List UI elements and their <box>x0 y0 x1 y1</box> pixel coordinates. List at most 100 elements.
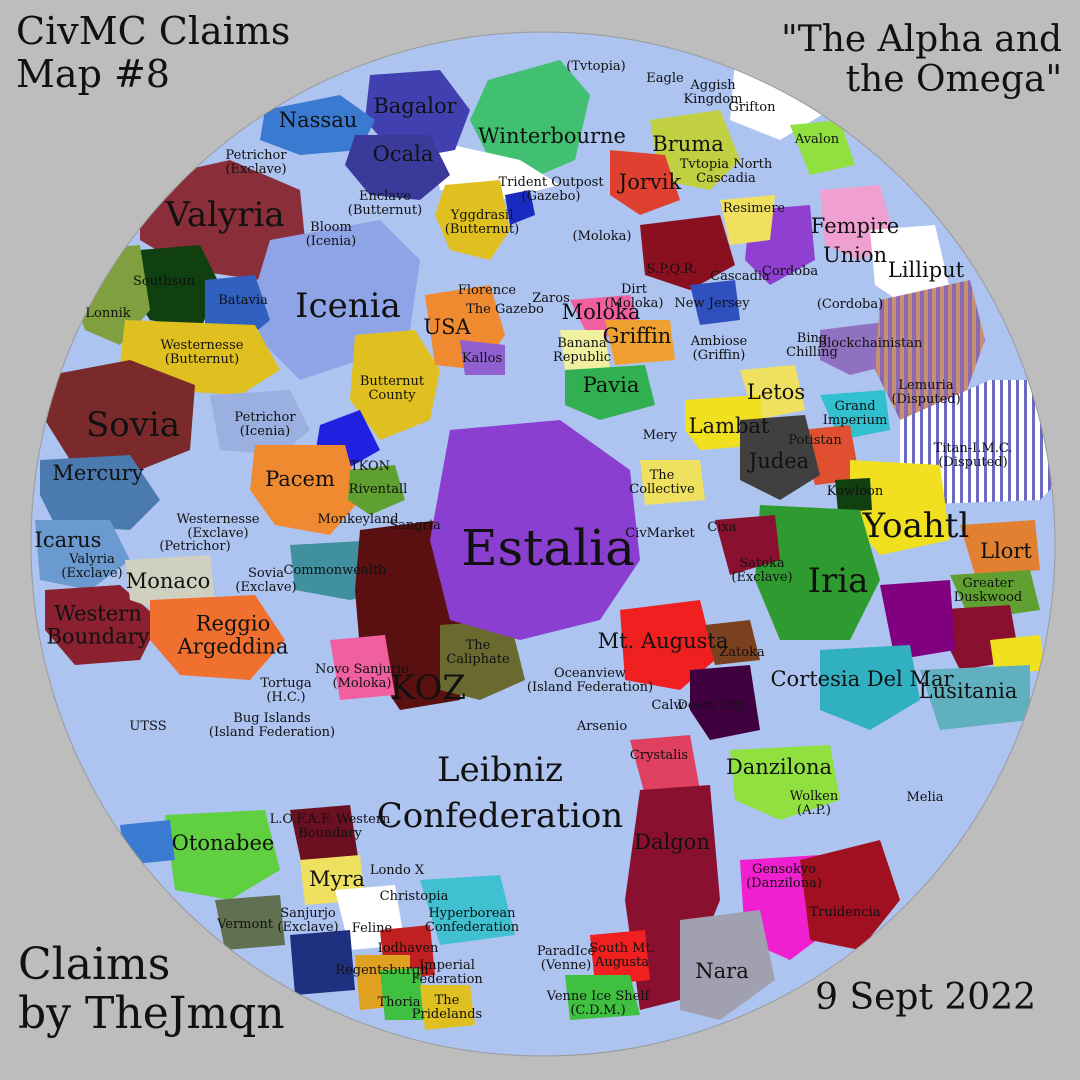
claim-label-bug-islands-island-federation[interactable]: Bug Islands(Island Federation) <box>209 710 335 739</box>
region-kowloon[interactable] <box>835 478 872 512</box>
claim-label-myra[interactable]: Myra <box>309 867 365 891</box>
claim-label-winterbourne[interactable]: Winterbourne <box>478 124 626 148</box>
claim-label-satoka-exclave[interactable]: Satoka(Exclave) <box>731 555 792 584</box>
claim-label-novo-sanjurjo-moloka[interactable]: Novo Sanjurjo(Moloka) <box>315 661 409 690</box>
region-estalia[interactable] <box>430 420 640 640</box>
claim-label-leibniz[interactable]: Leibniz <box>437 750 563 790</box>
claim-label-lilliput[interactable]: Lilliput <box>888 258 965 282</box>
claim-label-danzilona[interactable]: Danzilona <box>726 755 832 779</box>
region-petrichor-icenia[interactable] <box>210 390 310 455</box>
region-lusitania[interactable] <box>920 665 1030 730</box>
claim-label-zatoka[interactable]: Zatoka <box>719 645 765 660</box>
region-butternut-county[interactable] <box>350 330 440 440</box>
region-mercury[interactable] <box>40 455 160 530</box>
claim-label-southsun[interactable]: Southsun <box>133 274 196 289</box>
claim-label-avalon[interactable]: Avalon <box>794 132 840 147</box>
region-satoka[interactable] <box>715 515 780 575</box>
claim-label-dirt-moloka[interactable]: Dirt(Moloka) <box>605 281 664 310</box>
claim-label-lemuria-disputed[interactable]: Lemuria(Disputed) <box>891 377 960 406</box>
region-judea[interactable] <box>740 415 820 500</box>
claim-label-valyria-exclave[interactable]: Valyria(Exclave) <box>61 551 122 580</box>
claim-label-resimere[interactable]: Resimere <box>723 201 786 216</box>
claim-label-kowloon[interactable]: Kowloon <box>827 484 884 499</box>
region-gazebo-blue[interactable] <box>505 190 535 225</box>
claim-label-tortuga-h-c[interactable]: Tortuga(H.C.) <box>260 675 312 704</box>
region-resimere[interactable] <box>720 195 775 245</box>
claim-label-grifton[interactable]: Grifton <box>729 100 777 115</box>
region-icarus[interactable] <box>35 520 130 590</box>
claim-label-sangria[interactable]: Sangria <box>389 518 441 533</box>
claim-label-cascadia[interactable]: Cascadia <box>710 269 770 284</box>
region-pridelands[interactable] <box>420 985 475 1030</box>
claim-label-moloka[interactable]: (Moloka) <box>573 229 632 244</box>
region-thoria[interactable] <box>380 968 425 1020</box>
region-vermont[interactable] <box>215 895 285 950</box>
claim-label-kallos[interactable]: Kallos <box>462 351 502 366</box>
region-reggio[interactable] <box>150 595 285 680</box>
claim-label-the-gazebo[interactable]: The Gazebo <box>466 302 544 317</box>
claim-label-iodhaven[interactable]: Iodhaven <box>378 941 439 956</box>
region-avalon[interactable] <box>790 120 855 175</box>
claim-label-cordoba[interactable]: Cordoba <box>762 264 818 279</box>
claim-label-jorvik[interactable]: Jorvik <box>617 170 682 194</box>
claim-label-new-jersey[interactable]: New Jersey <box>674 296 750 311</box>
claim-label-zaros[interactable]: Zaros <box>532 291 570 306</box>
claim-label-titan-i-m-c-disputed[interactable]: Titan-I.M.C.(Disputed) <box>934 440 1013 469</box>
claim-label-bagalor[interactable]: Bagalor <box>373 94 457 118</box>
region-titan[interactable] <box>900 380 1070 505</box>
claim-label-pacem[interactable]: Pacem <box>265 467 335 491</box>
claim-label-christopia[interactable]: Christopia <box>380 889 449 904</box>
claim-label-letos[interactable]: Letos <box>747 380 805 404</box>
claim-label-thoria[interactable]: Thoria <box>378 995 421 1010</box>
claim-label-utss[interactable]: UTSS <box>129 719 166 734</box>
region-bruma[interactable] <box>650 110 740 190</box>
region-venne[interactable] <box>565 975 640 1020</box>
region-western-boundary[interactable] <box>45 585 160 665</box>
claim-label-truidencia[interactable]: Truidencia <box>810 905 881 920</box>
claim-label-arsenio[interactable]: Arsenio <box>576 719 627 734</box>
claim-label-batavia[interactable]: Batavia <box>218 293 268 308</box>
claim-label-sovia[interactable]: Sovia <box>86 405 180 445</box>
claim-label-mt-augusta[interactable]: Mt. Augusta <box>598 629 729 653</box>
region-hyperborean[interactable] <box>420 875 515 945</box>
claim-label-monaco[interactable]: Monaco <box>126 569 211 593</box>
claim-label-eagle[interactable]: Eagle <box>646 71 684 86</box>
claim-label-valyria[interactable]: Valyria <box>164 195 284 235</box>
claim-label-yoahtl[interactable]: Yoahtl <box>862 506 970 546</box>
claim-label-sovia-exclave[interactable]: Sovia(Exclave) <box>235 565 296 594</box>
region-mt-augusta[interactable] <box>620 600 715 690</box>
claim-label-petrichor[interactable]: (Petrichor) <box>159 539 230 554</box>
claim-label-fempire[interactable]: Fempire <box>811 214 899 238</box>
region-doom-city[interactable] <box>690 665 760 740</box>
region-spqr[interactable] <box>640 215 735 290</box>
claim-label-s-p-q-r[interactable]: S.P.Q.R. <box>647 262 698 277</box>
claim-label-vermont[interactable]: Vermont <box>216 917 274 932</box>
claim-label-cixa[interactable]: Cixa <box>707 520 736 535</box>
claim-label-bruma[interactable]: Bruma <box>652 132 723 156</box>
claim-label-ambiose-griffin[interactable]: Ambiose(Griffin) <box>690 333 748 362</box>
region-crystalis[interactable] <box>630 735 700 795</box>
region-purple-east[interactable] <box>880 580 955 660</box>
region-bluish-sw[interactable] <box>120 820 175 865</box>
claim-label-ocala[interactable]: Ocala <box>373 142 434 166</box>
claim-label-petrichor-exclave[interactable]: Petrichor(Exclave) <box>225 147 287 176</box>
claim-label-westernesse-exclave[interactable]: Westernesse(Exclave) <box>177 511 260 540</box>
claim-label-crystalis[interactable]: Crystalis <box>630 748 688 763</box>
region-truidencia[interactable] <box>800 840 900 950</box>
region-iria[interactable] <box>755 505 880 640</box>
region-jorvik[interactable] <box>610 150 680 215</box>
region-pavia[interactable] <box>565 365 655 420</box>
region-llort[interactable] <box>960 520 1040 575</box>
region-banana[interactable] <box>560 330 610 370</box>
region-yoahtl-east[interactable] <box>990 635 1045 675</box>
region-yoahtl[interactable] <box>850 460 950 555</box>
claim-label-oceanview-island-federation[interactable]: Oceanview(Island Federation) <box>527 665 653 694</box>
region-otonabee[interactable] <box>165 810 280 900</box>
region-pacem[interactable] <box>250 445 360 535</box>
